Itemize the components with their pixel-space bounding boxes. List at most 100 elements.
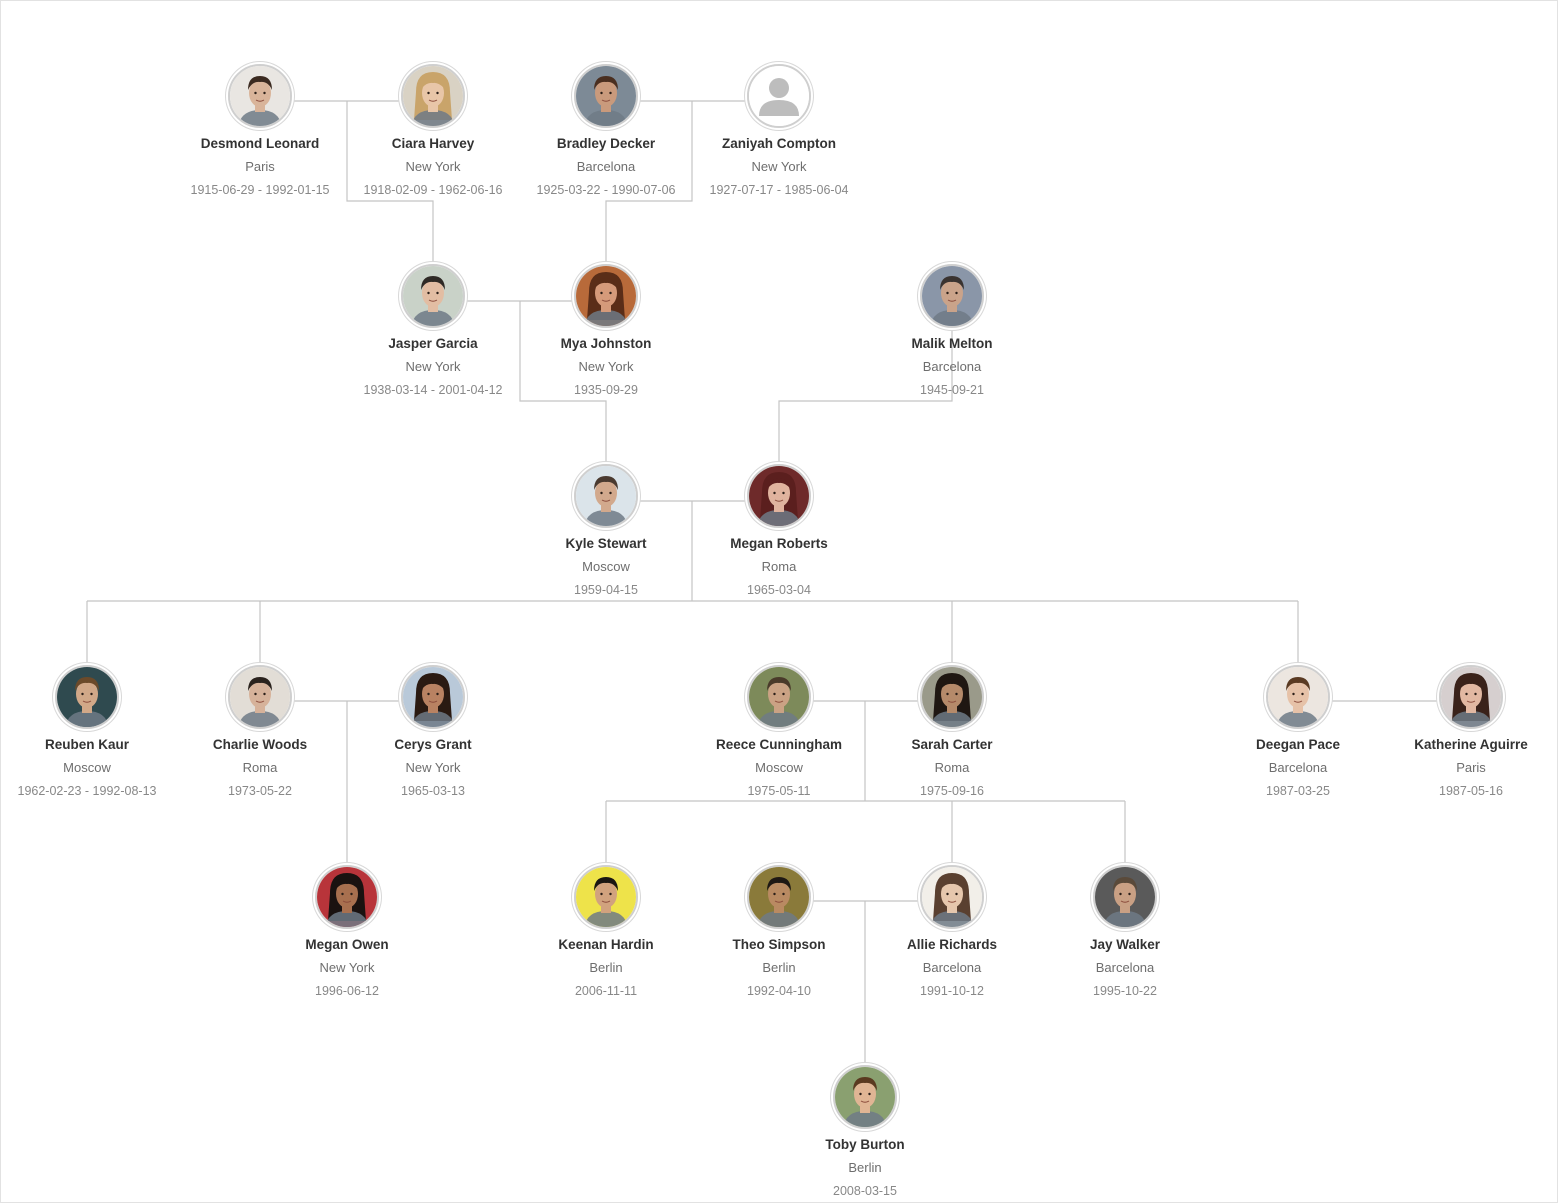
- person-dates: 1973-05-22: [228, 784, 292, 798]
- person-city: New York: [405, 359, 461, 374]
- person-city: New York: [578, 359, 634, 374]
- person-dates: 1965-03-13: [401, 784, 465, 798]
- avatar: [1266, 665, 1330, 729]
- person-city: Barcelona: [1268, 760, 1328, 775]
- avatar: [920, 665, 984, 729]
- avatar: [401, 665, 465, 729]
- person-name: Sarah Carter: [911, 737, 993, 752]
- avatar: [747, 665, 811, 729]
- person-dates: 1992-04-10: [747, 984, 811, 998]
- person-city: Barcelona: [576, 159, 636, 174]
- person-dates: 1959-04-15: [574, 583, 638, 597]
- person-name: Jasper Garcia: [388, 336, 478, 351]
- person-dates: 1991-10-12: [920, 984, 984, 998]
- avatar: [1093, 865, 1157, 929]
- person-dates: 1925-03-22 - 1990-07-06: [536, 183, 676, 197]
- avatar: [574, 64, 638, 128]
- person-city: Moscow: [63, 760, 111, 775]
- avatar: [315, 865, 379, 929]
- person-dates: 1975-09-16: [920, 784, 984, 798]
- person-name: Theo Simpson: [732, 937, 826, 952]
- avatar: [920, 264, 984, 328]
- person-name: Deegan Pace: [1255, 737, 1341, 752]
- person-city: New York: [405, 159, 461, 174]
- person-name: Malik Melton: [911, 336, 993, 351]
- tree-connector: [778, 328, 953, 464]
- avatar: [920, 865, 984, 929]
- person-dates: 1996-06-12: [315, 984, 379, 998]
- person-city: New York: [751, 159, 807, 174]
- avatar: [833, 1065, 897, 1129]
- person-dates: 1945-09-21: [920, 383, 984, 397]
- avatar: [55, 665, 119, 729]
- person-dates: 1935-09-29: [574, 383, 638, 397]
- person-name: Reuben Kaur: [44, 737, 129, 752]
- avatar: [1439, 665, 1503, 729]
- person-name: Zaniyah Compton: [722, 136, 836, 151]
- tree-connector: [346, 101, 434, 264]
- avatar: [574, 865, 638, 929]
- person-name: Cerys Grant: [394, 737, 472, 752]
- person-city: Barcelona: [922, 960, 982, 975]
- person-name: Charlie Woods: [212, 737, 308, 752]
- avatar: [747, 865, 811, 929]
- person-name: Allie Richards: [906, 937, 998, 952]
- default-user-icon: [747, 64, 811, 128]
- person-dates: 1987-05-16: [1439, 784, 1503, 798]
- person-city: Berlin: [589, 960, 623, 975]
- tree-connector: [605, 101, 693, 264]
- person-name: Toby Burton: [825, 1137, 905, 1152]
- person-name: Bradley Decker: [556, 136, 656, 151]
- person-city: Barcelona: [922, 359, 982, 374]
- person-city: Berlin: [762, 960, 796, 975]
- person-name: Kyle Stewart: [565, 536, 647, 551]
- person-dates: 1965-03-04: [747, 583, 811, 597]
- person-dates: 1938-03-14 - 2001-04-12: [363, 383, 503, 397]
- person-name: Megan Owen: [305, 937, 389, 952]
- person-city: Moscow: [582, 559, 630, 574]
- person-city: Barcelona: [1095, 960, 1155, 975]
- person-name: Mya Johnston: [560, 336, 652, 351]
- person-dates: 2006-11-11: [574, 984, 638, 998]
- person-name: Katherine Aguirre: [1414, 737, 1528, 752]
- avatar: [228, 665, 292, 729]
- person-city: Paris: [245, 159, 275, 174]
- person-name: Desmond Leonard: [200, 136, 320, 151]
- tree-connector: [519, 301, 607, 464]
- person-dates: 1918-02-09 - 1962-06-16: [363, 183, 503, 197]
- person-city: Roma: [242, 760, 278, 775]
- person-city: Roma: [934, 760, 970, 775]
- person-name: Ciara Harvey: [391, 136, 475, 151]
- person-name: Megan Roberts: [730, 536, 828, 551]
- person-dates: 1927-07-17 - 1985-06-04: [709, 183, 849, 197]
- person-dates: 1987-03-25: [1266, 784, 1330, 798]
- person-city: Berlin: [848, 1160, 882, 1175]
- person-city: Paris: [1456, 760, 1486, 775]
- avatar: [747, 464, 811, 528]
- person-dates: 2008-03-15: [833, 1184, 897, 1198]
- person-dates: 1975-05-11: [747, 784, 811, 798]
